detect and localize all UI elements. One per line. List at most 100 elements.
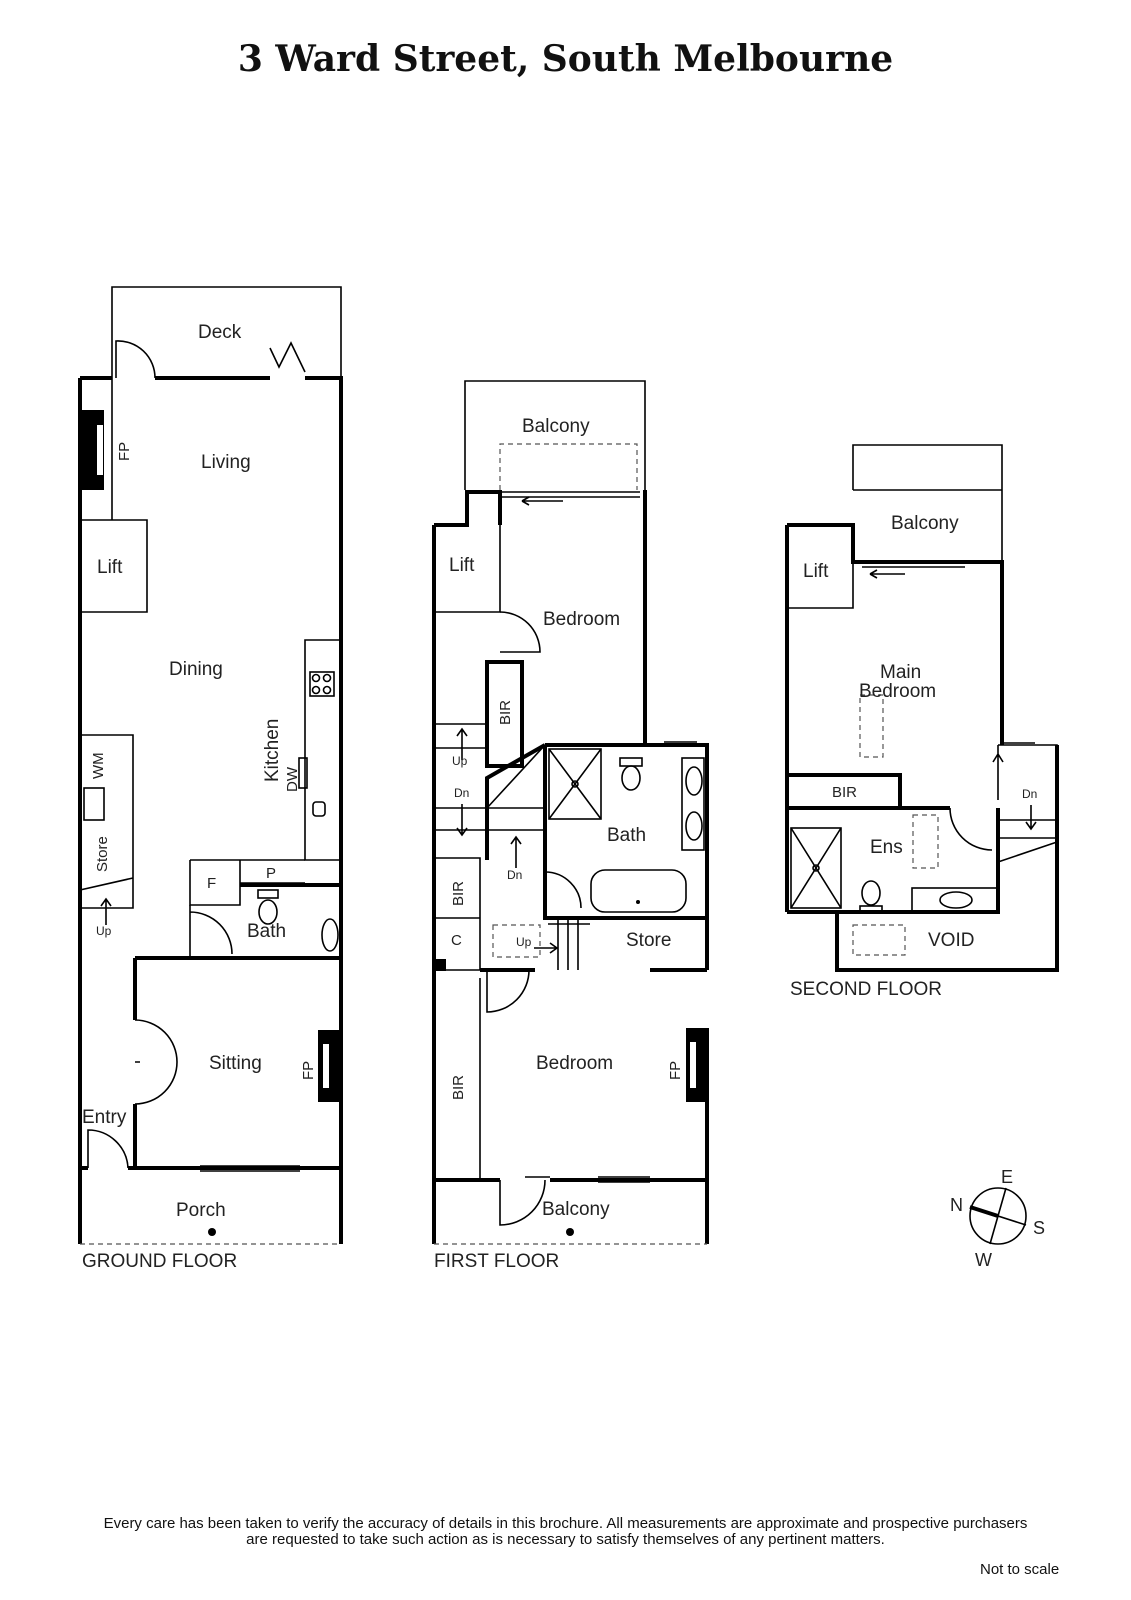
vanity-second <box>911 887 999 913</box>
toilet-second <box>861 880 881 906</box>
bath-first-walls <box>543 743 709 970</box>
room-bath-first: Bath <box>607 825 646 846</box>
bathtub <box>590 869 687 913</box>
stairs-first <box>434 723 487 831</box>
label-up-first: Up <box>452 754 468 768</box>
toilet-first <box>621 765 641 791</box>
compass-circle <box>969 1187 1027 1245</box>
bath-door-swing <box>189 905 233 958</box>
room-main-bedroom-line1: Main <box>880 662 921 683</box>
fireplace-sitting <box>318 1030 341 1102</box>
room-deck: Deck <box>198 322 242 343</box>
ensuite-door-swing <box>949 807 993 851</box>
label-wm: WM <box>90 752 107 779</box>
balcony-second-outline <box>852 444 1003 562</box>
lift-ground <box>80 519 148 613</box>
label-c: C <box>451 932 462 949</box>
room-balcony-front: Balcony <box>542 1199 610 1220</box>
front-window <box>200 1165 300 1172</box>
rear-balcony-outline <box>464 380 646 490</box>
room-fp-sitting: FP <box>300 1061 317 1080</box>
second-floor-plan: Balcony Lift Main Bedroom BIR Dn Ens VOI… <box>785 444 1059 1000</box>
room-balcony-rear: Balcony <box>522 416 590 437</box>
label-bir-3: BIR <box>450 1075 467 1100</box>
stairs-dn-arrow-first <box>456 804 468 837</box>
stairs-second <box>997 819 1058 863</box>
disclaimer: Every care has been taken to verify the … <box>0 1516 1131 1548</box>
compass: N E S W <box>950 1167 1045 1270</box>
fireplace-first <box>686 1028 707 1102</box>
room-ens: Ens <box>870 837 903 858</box>
first-floor-label: FIRST FLOOR <box>434 1251 559 1272</box>
label-dn-first-1: Dn <box>454 786 469 800</box>
label-bir-second: BIR <box>832 784 857 801</box>
dn-arrow-up-second <box>992 745 1004 800</box>
sliding-door-second <box>862 562 965 568</box>
bath-door-swing-first <box>544 871 582 909</box>
stairs-dn-arrow-2 <box>510 835 522 868</box>
stairs-up-arrow-first <box>456 727 468 760</box>
bedroom-rear-door-swing <box>499 611 541 653</box>
ground-floor-plan: Deck FP Living Lift Dining Kitchen DW WM… <box>78 286 343 1272</box>
dishwasher <box>298 757 308 789</box>
stairs-dn-arrow-second <box>1025 805 1037 831</box>
room-lift-ground: Lift <box>97 557 123 578</box>
room-sitting: Sitting <box>209 1053 262 1074</box>
second-floor-label: SECOND FLOOR <box>790 979 942 1000</box>
label-up-first-2: Up <box>516 935 532 949</box>
label-bir-1: BIR <box>497 700 514 725</box>
room-dining: Dining <box>169 659 223 680</box>
shower <box>548 748 602 820</box>
first-floor-plan: Balcony Lift Bedroom BIR Up Dn Dn Bath B… <box>432 380 709 1272</box>
store-stairs <box>548 917 590 970</box>
label-up-ground: Up <box>96 924 112 938</box>
bir-2-and-c <box>434 857 481 971</box>
slide-arrow <box>521 496 563 506</box>
compass-north-needle <box>969 1205 999 1218</box>
disclaimer-line-1: Every care has been taken to verify the … <box>103 1515 1028 1532</box>
lift-second <box>787 562 854 609</box>
label-dn-second: Dn <box>1022 787 1037 801</box>
room-kitchen: Kitchen <box>262 719 283 782</box>
deck-door-swing <box>115 340 156 379</box>
rear-sliding-door <box>500 491 640 498</box>
room-void: VOID <box>928 930 974 951</box>
room-entry: Entry <box>82 1107 127 1128</box>
room-main-bedroom-line2: Bedroom <box>859 681 936 702</box>
basin-icon <box>321 918 339 952</box>
label-p: P <box>266 865 276 882</box>
sitting-double-door <box>134 1019 178 1105</box>
porch-light <box>208 1228 216 1236</box>
room-bath-ground: Bath <box>247 921 286 942</box>
room-fp-living: FP <box>116 442 133 461</box>
room-store-first: Store <box>626 930 671 951</box>
sink-icon <box>312 801 326 817</box>
bedroom-front-door-swing <box>486 969 530 1013</box>
ground-rear-wall <box>80 376 343 1244</box>
label-dn-first-2: Dn <box>507 868 522 882</box>
room-porch: Porch <box>176 1200 226 1221</box>
page-title: 3 Ward Street, South Melbourne <box>237 38 894 80</box>
bifold-door <box>269 341 306 373</box>
bir-second <box>787 773 950 810</box>
compass-n: N <box>950 1195 963 1215</box>
front-balcony-door <box>499 1179 546 1226</box>
washing-machine <box>83 787 105 821</box>
bath-window <box>664 741 697 746</box>
not-to-scale: Not to scale <box>980 1561 1060 1578</box>
entry-door-swing <box>87 1129 129 1169</box>
compass-s: S <box>1033 1218 1045 1238</box>
void-skylight <box>852 924 906 956</box>
compass-w: W <box>975 1250 992 1270</box>
label-bir-2: BIR <box>450 881 467 906</box>
label-dw: DW <box>284 766 301 792</box>
ground-floor-label: GROUND FLOOR <box>82 1251 237 1272</box>
room-living: Living <box>201 452 251 473</box>
room-balcony-second: Balcony <box>891 513 959 534</box>
room-bedroom-front: Bedroom <box>536 1053 613 1074</box>
cooktop-icon <box>309 671 335 697</box>
kitchen-bench <box>304 639 341 861</box>
room-bedroom-rear: Bedroom <box>543 609 620 630</box>
label-f: F <box>207 875 216 892</box>
